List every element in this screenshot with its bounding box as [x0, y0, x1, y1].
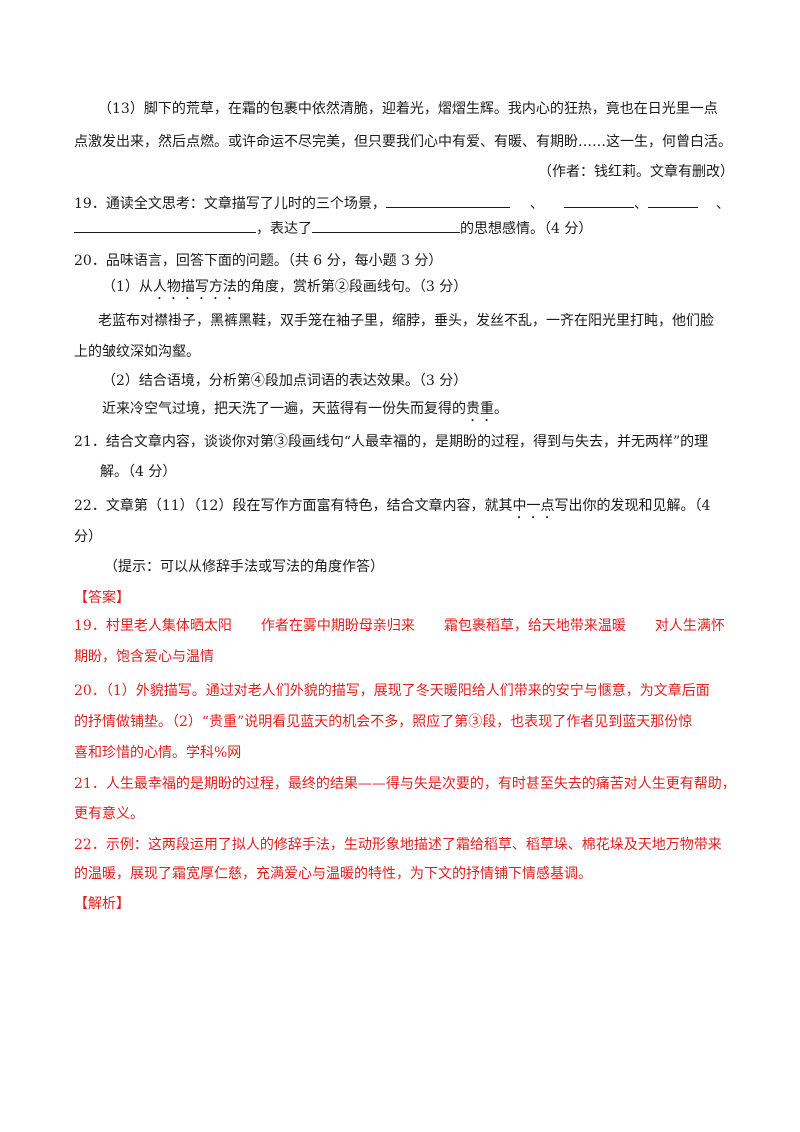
q19-blank-3: [74, 218, 256, 233]
answer-20-line3: 喜和珍惜的心情。学科%网: [74, 745, 242, 761]
q20-2-quote-dotted: 贵重: [466, 401, 494, 417]
q20-1-quote-line2: 上的皱纹深如沟壑。: [74, 344, 200, 360]
q20-1-quote-line1: 老蓝布对襟褂子，黑裤黑鞋，双手笼在袖子里，缩脖，垂头，发丝不乱，一齐在阳光里打盹…: [98, 313, 714, 329]
q19-sep2: 、: [633, 196, 648, 212]
a19-part4: 对人生满怀: [654, 618, 725, 634]
q22-dotted: 中一点: [512, 498, 555, 514]
answer-21-line1: 21．人生最幸福的是期盼的过程，最终的结果——得与失是次要的，有时甚至失去的痛苦…: [74, 776, 736, 792]
question-20-2: （2）结合语境，分析第④段加点词语的表达效果。（3 分）: [102, 373, 468, 389]
q19-text-a: 19．通读全文思考：文章描写了儿时的三个场景，: [74, 196, 386, 212]
q19-text-c: 的思想感情。（4 分）: [460, 221, 593, 237]
answer-19-line2: 期盼，饱含爱心与温情: [74, 649, 214, 665]
answer-22-line2: 的温暖，展现了霜宽厚仁慈，充满爱心与温暖的特性，为下文的抒情铺下情感基调。: [74, 866, 592, 882]
question-19-line1: 19．通读全文思考：文章描写了儿时的三个场景， 、 、 、: [74, 193, 730, 214]
answer-20-line2: 的抒情做铺垫。（2）“贵重”说明看见蓝天的机会不多，照应了第③段，也表现了作者见…: [74, 714, 693, 730]
author-note: （作者：钱红莉。文章有删改）: [538, 164, 734, 180]
q19-blank-4: [312, 218, 460, 233]
q22-post: 写出你的发现和见解。（4: [554, 498, 711, 514]
q19-blank-2a: [563, 193, 634, 208]
question-22-hint: （提示：可以从修辞手法或写法的角度作答）: [104, 559, 384, 575]
q20-2-quote: 近来冷空气过境，把天洗了一遍，天蓝得有一份失而复得的贵重。: [102, 399, 508, 425]
passage-p13-line2: 点激发出来，然后点燃。或许命运不尽完美，但只要我们心中有爱、有暖、有期盼……这一…: [74, 134, 732, 150]
q20-1-dotted: 人物描写方法: [152, 279, 237, 295]
answer-21-line2: 更有意义。: [74, 806, 144, 822]
question-19-line2: ，表达了 的思想感情。（4 分）: [74, 218, 592, 239]
question-21-line1: 21．结合文章内容，谈谈你对第③段画线句“人最幸福的，是期盼的过程，得到与失去，…: [74, 434, 709, 450]
answer-22-line1: 22．示例：这两段运用了拟人的修辞手法，生动形象地描述了霜给稻草、稻草垛、棉花垛…: [74, 837, 722, 853]
question-22-line2: 分）: [74, 529, 102, 545]
q20-1-pre: （1）从: [102, 279, 153, 295]
q19-text-b: ，表达了: [256, 221, 312, 237]
q20-2-quote-pre: 近来冷空气过境，把天洗了一遍，天蓝得有一份失而复得的: [102, 401, 466, 417]
q20-2-quote-post: 。: [494, 401, 508, 417]
q19-sep1: 、: [529, 196, 544, 212]
question-22-line1: 22．文章第（11）（12）段在写作方面富有特色，结合文章内容，就其中一点写出你…: [74, 496, 710, 522]
question-21-line2: 解。（4 分）: [100, 464, 177, 480]
a19-part1: 19．村里老人集体晒太阳: [74, 618, 232, 634]
a19-part3: 霜包裹稻草，给天地带来温暖: [443, 618, 626, 634]
q19-blank-2b: [647, 193, 698, 208]
passage-p13-line1: （13）脚下的荒草，在霜的包裹中依然清脆，迎着光，熠熠生辉。我内心的狂热，竟也在…: [98, 101, 718, 117]
a19-part2: 作者在雾中期盼母亲归来: [260, 618, 415, 634]
q19-blank-1: [385, 193, 510, 208]
answer-header: 【答案】: [74, 590, 130, 606]
question-20-1: （1）从人物描写方法的角度，赏析第②段画线句。（3 分）: [102, 277, 467, 303]
analysis-header: 【解析】: [74, 896, 130, 912]
answer-19-line1: 19．村里老人集体晒太阳 作者在雾中期盼母亲归来 霜包裹稻草，给天地带来温暖 对人生满…: [74, 616, 725, 636]
question-20: 20．品味语言，回答下面的问题。（共 6 分，每小题 3 分）: [74, 253, 443, 269]
answer-20-line1: 20．（1）外貌描写。通过对老人们外貌的描写，展现了冬天暖阳给人们带来的安宁与惬…: [74, 683, 710, 699]
q20-1-post: 的角度，赏析第②段画线句。（3 分）: [236, 279, 468, 295]
q19-sep3: 、: [715, 196, 730, 212]
q22-pre: 22．文章第（11）（12）段在写作方面富有特色，结合文章内容，就其: [74, 498, 513, 514]
